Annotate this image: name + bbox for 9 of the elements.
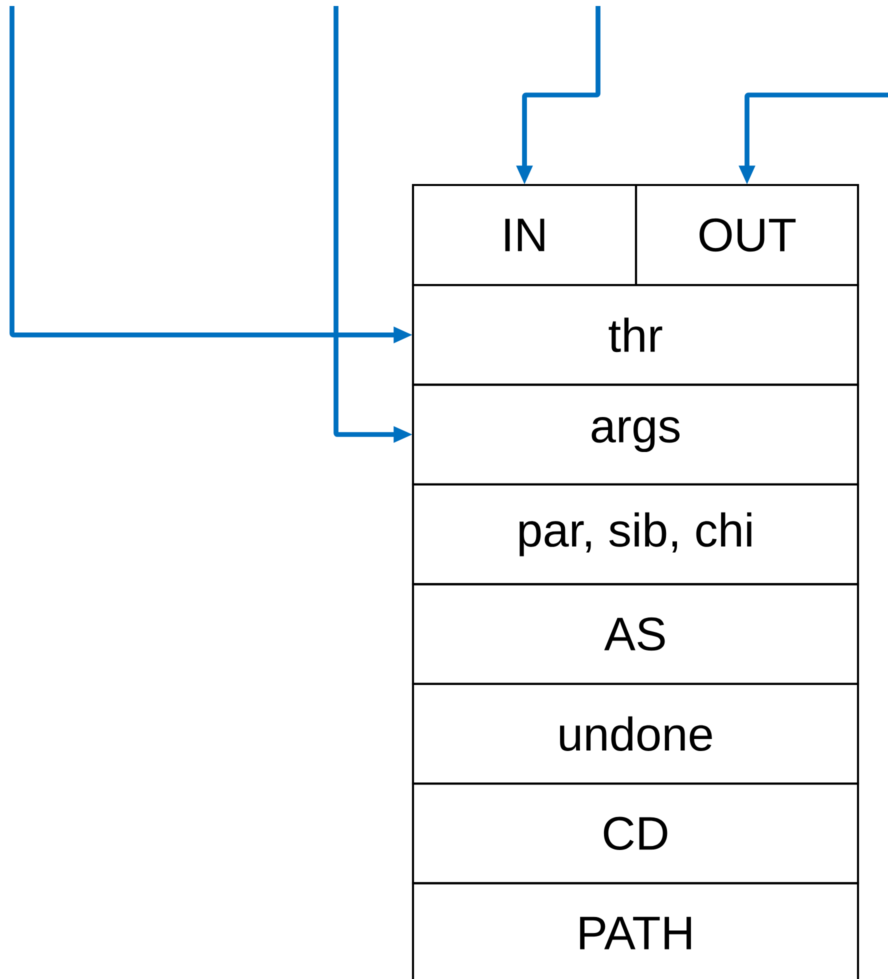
table-cell: PATH	[412, 882, 860, 979]
table-cell: par, sib, chi	[412, 483, 860, 586]
table-cell: AS	[412, 583, 860, 685]
table-cell: args	[412, 384, 860, 486]
table-cell: IN	[412, 184, 638, 286]
table-cell: CD	[412, 782, 860, 884]
table-cell: undone	[412, 682, 860, 785]
table-cell: thr	[412, 284, 860, 386]
table-cell: OUT	[634, 184, 860, 286]
